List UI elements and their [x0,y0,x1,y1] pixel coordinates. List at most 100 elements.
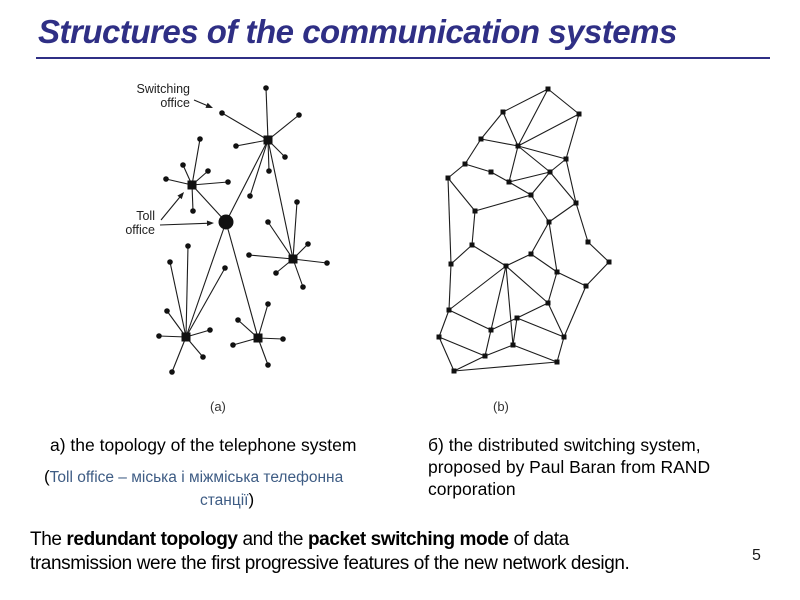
network-link [556,336,565,363]
network-link [517,145,567,160]
diagram-a-caption: (a) [210,399,226,414]
network-link [464,138,482,165]
network-link [530,194,550,223]
mesh-node [514,315,520,321]
mesh-node [462,161,468,167]
network-link [453,361,558,372]
network-link [547,302,565,338]
mesh-node [554,359,560,365]
end-office-node [280,336,286,342]
end-office-node [197,136,203,142]
network-link [191,181,229,186]
network-link [185,221,227,338]
title-underline [36,57,770,59]
network-link [556,271,587,287]
mesh-node [554,269,560,275]
caption-left-close-paren: ) [248,490,255,509]
network-link [517,88,549,147]
network-link [502,88,549,113]
caption-left-blue-text2: станції [200,492,249,509]
network-link [575,202,589,243]
network-link [565,158,577,204]
network-link [480,111,504,140]
caption-left-open-paren: ( [44,467,50,486]
network-link [448,263,452,311]
page-number: 5 [752,547,761,564]
switching-office-node [181,332,191,342]
network-link [225,139,269,223]
network-link [438,336,455,372]
network-link [517,145,551,173]
network-link [169,261,187,338]
network-link [267,139,294,260]
mesh-node [482,353,488,359]
end-office-node [219,110,225,116]
mesh-node [510,342,516,348]
mesh-node [436,334,442,340]
switching-office-node [263,135,273,145]
end-office-node [282,154,288,160]
footer-text-segment: of data [508,529,569,550]
mesh-node [547,169,553,175]
telephone-topology-diagram [156,85,330,375]
mesh-node [478,136,484,142]
caption-right-line2: proposed by Paul Baran from RAND [428,457,711,477]
mesh-node [563,156,569,162]
caption-right-line1: б) the distributed switching system, [428,435,701,455]
end-office-node [273,270,279,276]
end-office-node [296,112,302,118]
mesh-node [488,169,494,175]
network-link [549,158,567,173]
end-office-node [294,199,300,205]
mesh-node [561,334,567,340]
toll-office-node [218,214,234,230]
network-link [587,241,610,263]
caption-left-blue-text: Toll office – міська і міжміська телефон… [49,469,344,486]
end-office-node [190,208,196,214]
network-link [450,244,473,265]
mesh-node [515,143,521,149]
network-link [267,139,270,172]
network-link [512,317,518,346]
network-link [471,210,476,246]
caption-right-line3: corporation [428,479,516,499]
network-link [267,221,294,260]
network-link [464,163,492,173]
end-office-node [169,369,175,375]
network-link [563,285,587,338]
network-link [484,329,492,357]
network-link [448,309,492,331]
end-office-node [265,301,271,307]
caption-left-line3: станції) [200,489,254,510]
label-arrowhead [206,220,214,227]
network-link [249,139,269,197]
network-link [438,309,450,338]
footer-text-line2: transmission were the first progressive … [30,553,630,574]
network-link [480,138,519,147]
end-office-node [205,168,211,174]
network-link [505,253,532,267]
end-office-node [167,259,173,265]
network-link [453,355,486,372]
network-link [471,244,507,267]
mesh-node [528,251,534,257]
end-office-node [207,327,213,333]
label-arrowhead [205,102,213,108]
network-link [267,114,300,141]
network-link [221,112,269,141]
footer-text-segment: The [30,529,67,550]
network-link [171,336,187,373]
end-office-node [222,265,228,271]
switching-office-node [253,333,263,343]
mesh-node [546,219,552,225]
caption-left-line2: (Toll office – міська і міжміська телефо… [44,466,343,487]
network-link [484,344,514,357]
network-link [505,265,549,304]
network-link [257,303,269,339]
toll-office-label: Toll office [125,209,155,237]
label-arrow [160,194,182,221]
distributed-mesh-diagram [436,86,612,374]
network-link [185,245,189,338]
network-link [530,221,550,255]
end-office-node [300,284,306,290]
